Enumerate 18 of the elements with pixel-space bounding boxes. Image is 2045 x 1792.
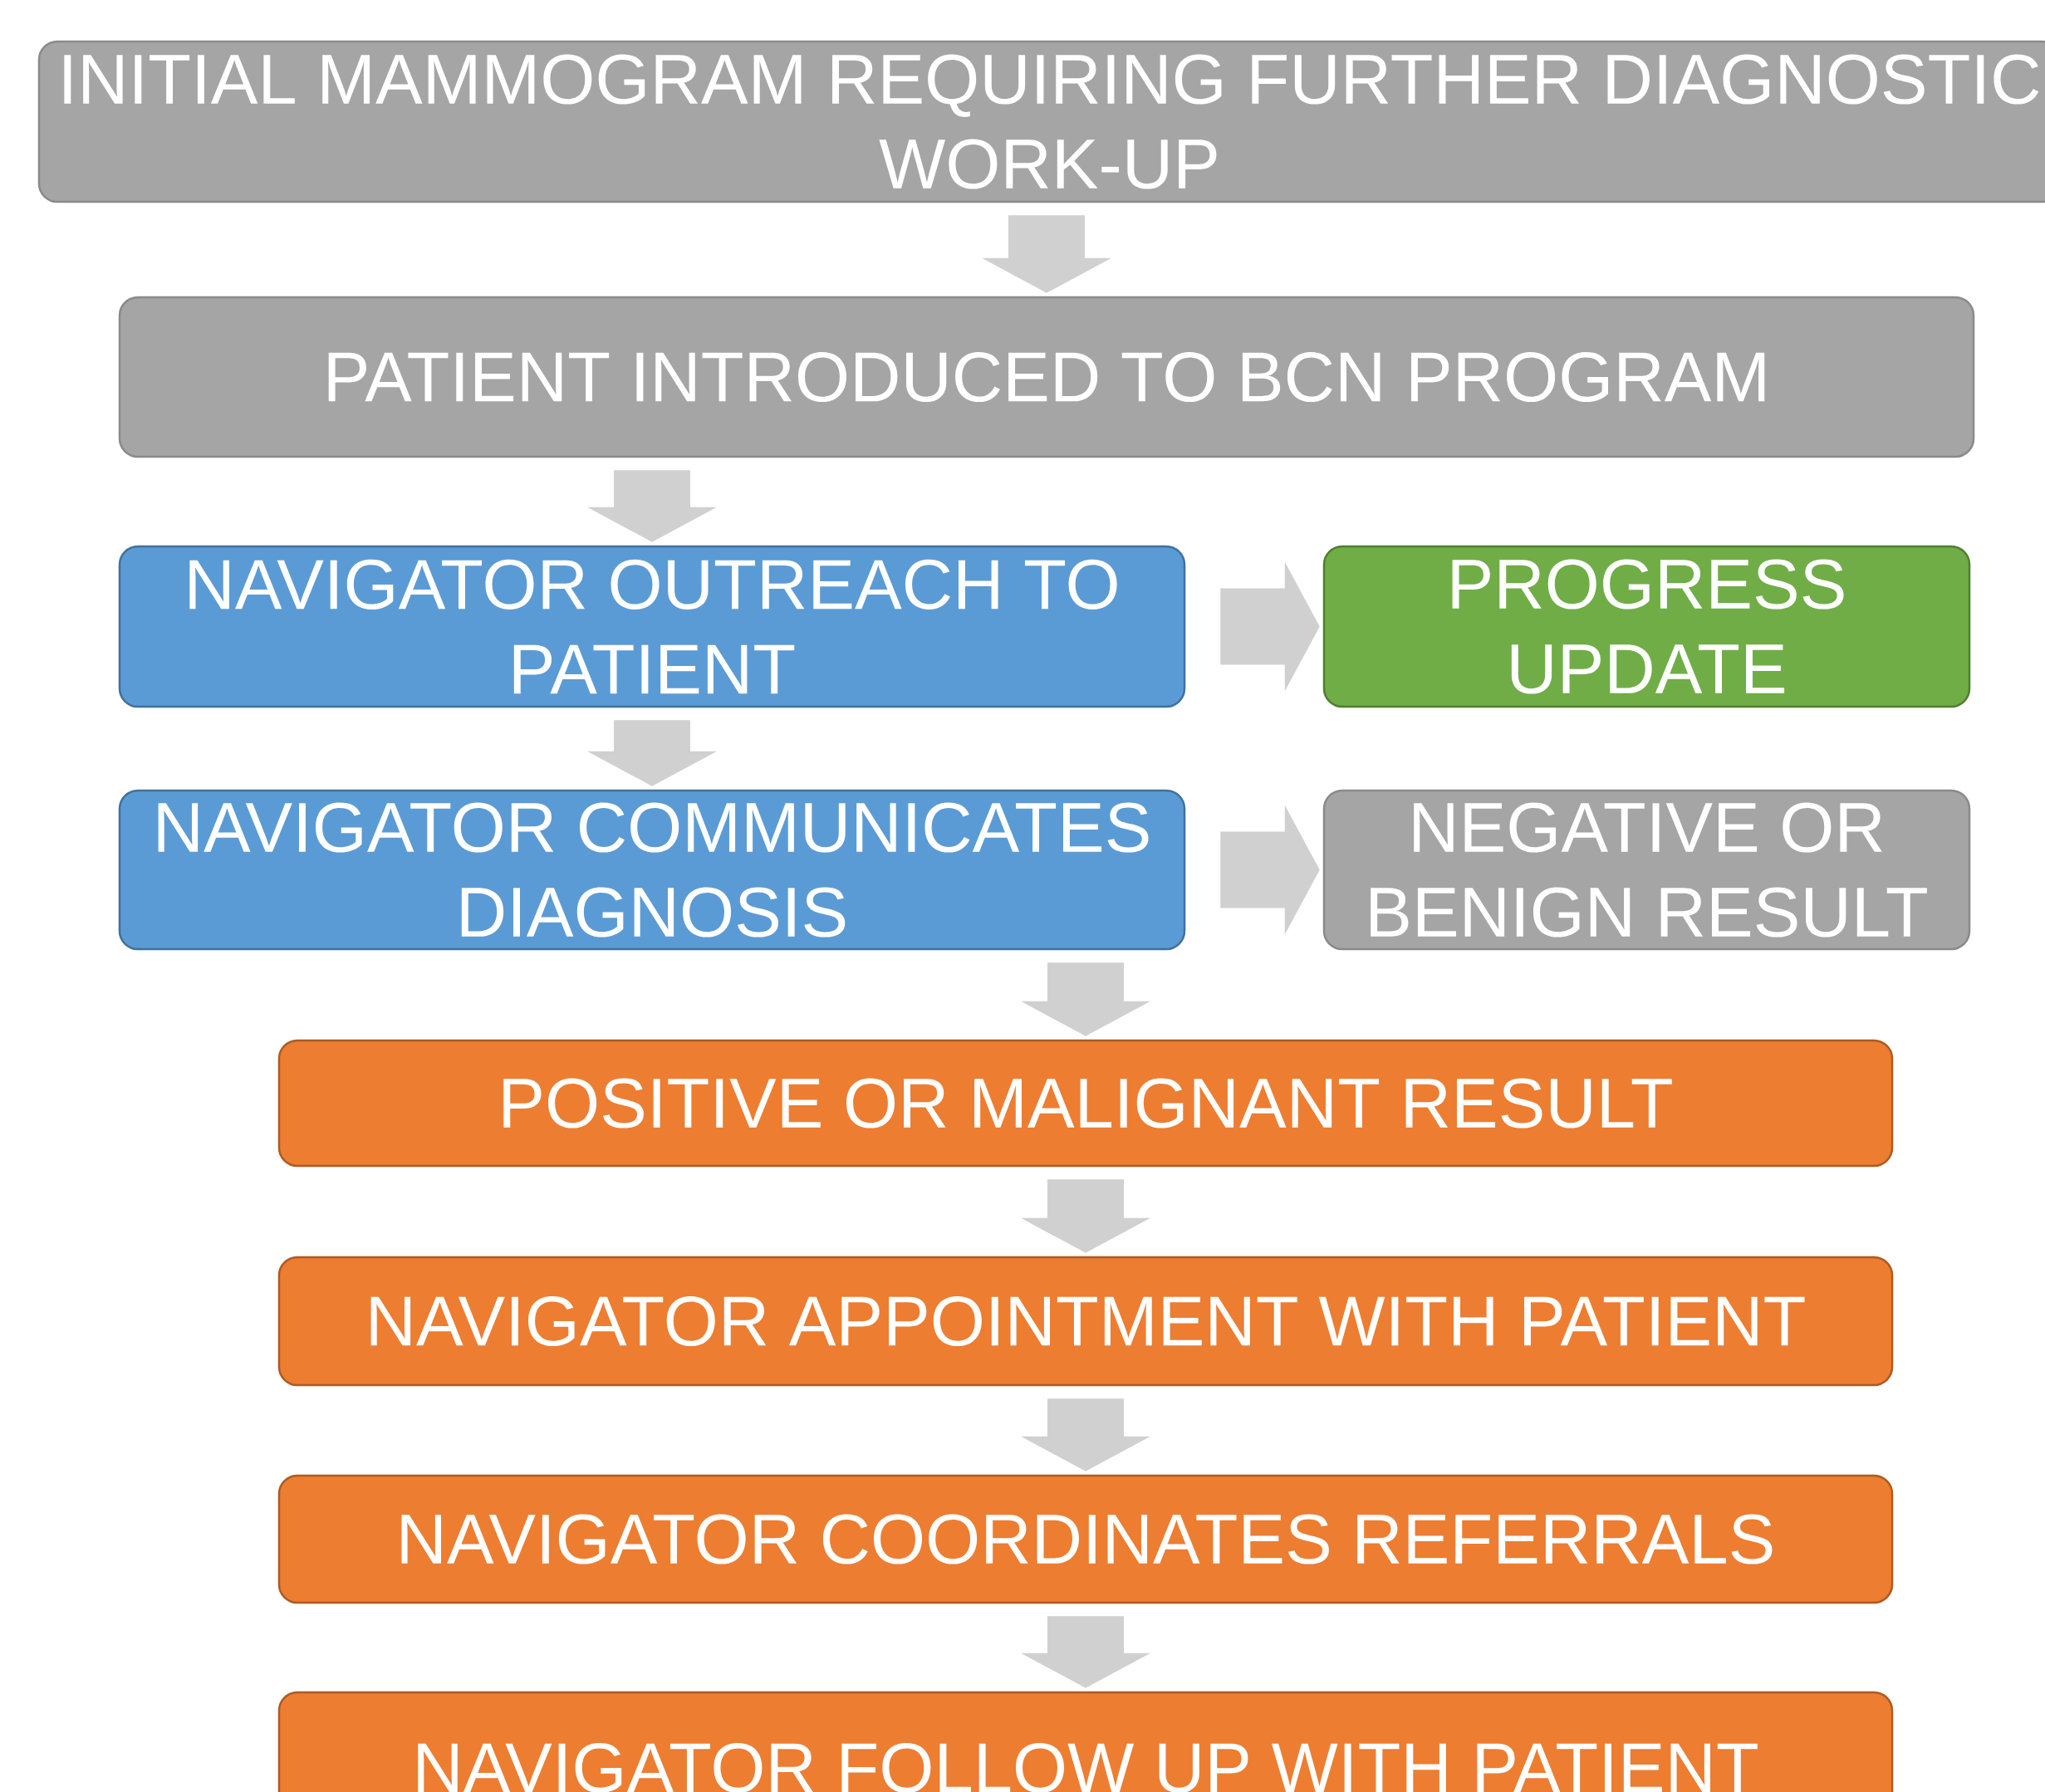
process-box: NAVIGATOR COORDINATES REFERRALS bbox=[277, 1474, 1894, 1604]
block-arrow bbox=[1021, 1179, 1150, 1253]
block-arrow bbox=[982, 215, 1111, 293]
block-arrow bbox=[1220, 561, 1320, 692]
block-arrow bbox=[1220, 805, 1320, 935]
block-arrow bbox=[1021, 1398, 1150, 1471]
process-box: PATIENT INTRODUCED TO BCN PROGRAM bbox=[118, 296, 1975, 458]
process-box: NAVIGATOR COMMUNICATES DIAGNOSIS bbox=[118, 789, 1186, 951]
process-box: PROGRESS UPDATE bbox=[1322, 545, 1971, 708]
block-arrow bbox=[587, 720, 717, 786]
process-box: INITIAL MAMMOGRAM REQUIRING FURTHER DIAGNOSTIC WORK-UP bbox=[37, 40, 2045, 203]
block-arrow bbox=[1021, 962, 1150, 1036]
process-box: NAVIGATOR OUTREACH TO PATIENT bbox=[118, 545, 1186, 708]
process-box: NAVIGATOR APPOINTMENT WITH PATIENT bbox=[277, 1256, 1894, 1387]
process-box: NEGATIVE OR BENIGN RESULT bbox=[1322, 789, 1971, 951]
block-arrow bbox=[587, 470, 717, 542]
process-box: POSITIVE OR MALIGNANT RESULT bbox=[277, 1039, 1894, 1168]
block-arrow bbox=[1021, 1616, 1150, 1688]
